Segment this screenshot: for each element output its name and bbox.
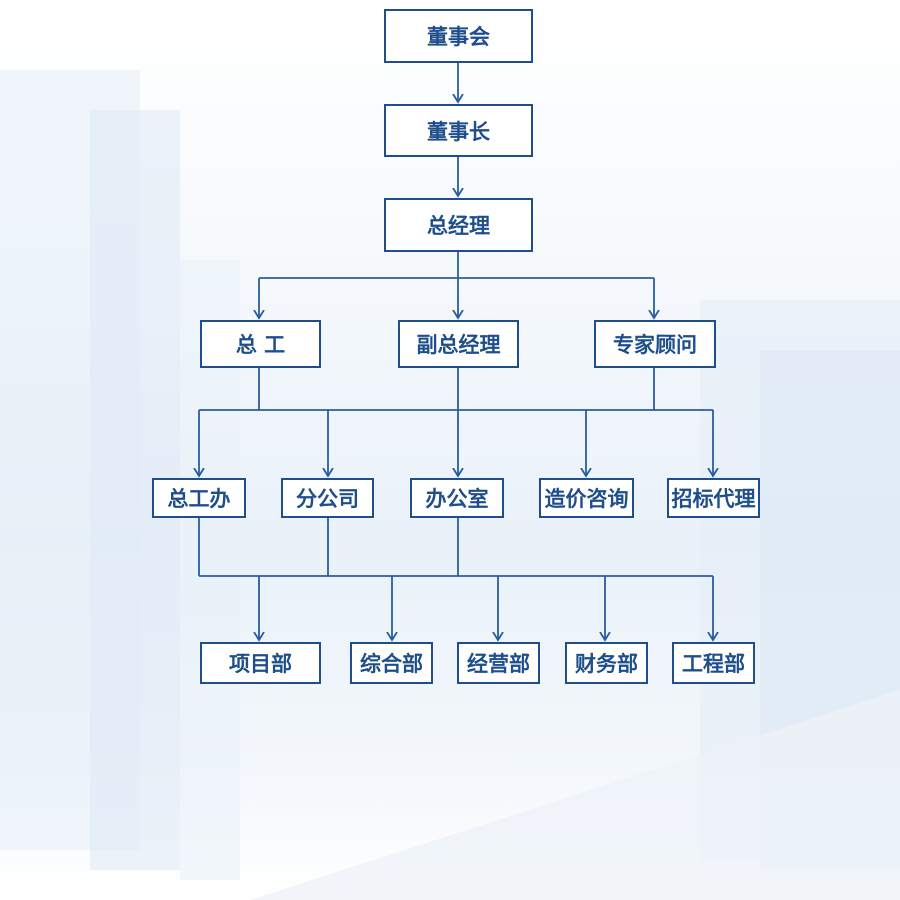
node-chairman: 董事长 <box>384 104 533 157</box>
node-label: 经营部 <box>467 652 530 676</box>
node-branch-company: 分公司 <box>281 478 374 518</box>
node-label: 副总经理 <box>416 333 501 357</box>
node-general-manager: 总经理 <box>384 198 533 252</box>
node-label: 分公司 <box>296 487 359 511</box>
node-label: 造价咨询 <box>544 487 629 511</box>
node-label: 总 工 <box>235 333 286 357</box>
node-general-affairs-department: 综合部 <box>350 642 433 684</box>
node-label: 董事长 <box>427 119 490 144</box>
node-business-department: 经营部 <box>457 642 540 684</box>
node-label: 总经理 <box>427 214 490 238</box>
node-label: 工程部 <box>682 652 745 676</box>
node-finance-department: 财务部 <box>565 642 648 684</box>
node-bidding-agency: 招标代理 <box>667 478 760 518</box>
node-label: 财务部 <box>575 652 638 676</box>
node-label: 招标代理 <box>671 487 756 511</box>
node-label: 董事会 <box>427 25 490 49</box>
node-label: 专家顾问 <box>613 333 697 357</box>
node-label: 项目部 <box>229 652 292 676</box>
node-board-of-directors: 董事会 <box>384 9 533 63</box>
node-label: 总工办 <box>167 487 231 511</box>
node-label: 综合部 <box>360 652 423 676</box>
node-office: 办公室 <box>410 478 504 518</box>
node-expert-advisor: 专家顾问 <box>594 320 716 368</box>
node-chief-engineer-office: 总工办 <box>152 478 246 518</box>
node-project-department: 项目部 <box>200 642 321 684</box>
node-cost-consulting: 造价咨询 <box>539 478 634 518</box>
node-deputy-general-manager: 副总经理 <box>398 320 519 368</box>
node-chief-engineer: 总 工 <box>200 320 321 368</box>
node-label: 办公室 <box>425 487 489 511</box>
node-engineering-department: 工程部 <box>672 642 755 684</box>
